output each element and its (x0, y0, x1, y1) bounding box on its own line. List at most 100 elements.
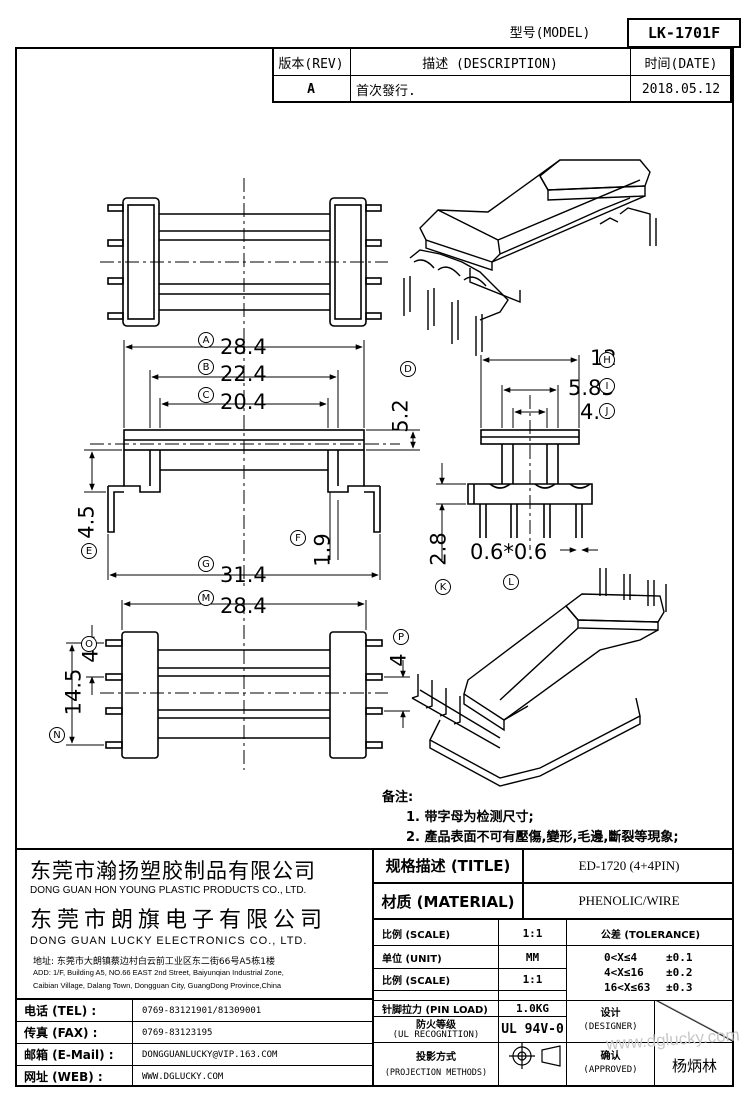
contact-row-2 (15, 1043, 373, 1044)
ul-label-2: (UL RECOGNITION) (392, 1030, 480, 1040)
grid-h4 (373, 1000, 734, 1001)
approved-label-1: 确认 (600, 1050, 621, 1062)
top-view (100, 178, 388, 340)
grid-v3 (654, 1000, 655, 1087)
material-label: 材质 (MATERIAL) (381, 892, 515, 911)
scale2-value: 1:1 (522, 973, 543, 986)
approved-label-2: (APPROVED) (583, 1065, 638, 1075)
projection-label-1: 投影方式 (416, 1051, 456, 1063)
contact-row-1 (15, 1021, 373, 1022)
grid-h2 (373, 968, 567, 969)
company-name-1-en: DONG GUAN HON YOUNG PLASTIC PRODUCTS CO.… (30, 885, 307, 896)
company-name-2-en: DONG GUAN LUCKY ELECTRONICS CO., LTD. (30, 935, 308, 947)
rev-header: 版本(REV) (278, 56, 344, 72)
dim-marker-a: A (198, 332, 214, 348)
dim-a-value: 28.4 (220, 335, 267, 359)
rev-divider-v2 (630, 47, 631, 103)
tel-value: 0769-83121901/81309001 (142, 1005, 262, 1016)
notes-title: 备注: (382, 790, 414, 805)
dim-c-value: 20.4 (220, 390, 267, 414)
dim-marker-g: G (198, 556, 214, 572)
fax-label: 传真 (FAX) : (24, 1026, 98, 1040)
dim-l-value: 0.6*0.6 (470, 540, 548, 564)
fax-value: 0769-83123195 (142, 1027, 213, 1038)
designer-value-slash (655, 1000, 734, 1042)
dim-marker-f: F (290, 530, 306, 546)
dim-k-value: 2.8 (426, 532, 451, 566)
tol1-range: 0<X≤4 (604, 951, 638, 964)
dim-marker-o: O (81, 636, 97, 652)
spec-title-divider (522, 848, 524, 920)
ul-value: UL 94V-0 (501, 1022, 564, 1037)
isometric-view-bottom (411, 568, 667, 787)
grid-h6 (373, 1042, 734, 1043)
spec-row-material (373, 918, 734, 920)
ul-label-1: 防火等级 (416, 1019, 456, 1031)
tolerance-title: 公差 (TOLERANCE) (600, 929, 701, 941)
grid-h5 (373, 1016, 567, 1017)
company-name-2-cn: 东莞市朗旗电子有限公司 (30, 908, 328, 933)
tel-label: 电话 (TEL) : (24, 1004, 97, 1018)
dim-m-value: 28.4 (220, 594, 267, 618)
dim-marker-k: K (435, 579, 451, 595)
rev-value: A (307, 81, 315, 97)
dim-e-value: 4.5 (74, 505, 99, 539)
dim-marker-h: H (599, 352, 615, 368)
contact-row-3 (15, 1065, 373, 1066)
company-name-1-cn: 东莞市瀚扬塑胶制品有限公司 (30, 859, 316, 883)
dim-marker-m: M (198, 590, 214, 606)
drawing-frame-top-left (15, 47, 272, 49)
title-value: ED-1720 (4+4PIN) (578, 857, 680, 873)
dim-p-value: 4 (386, 653, 411, 667)
email-value[interactable]: DONGGUANLUCKY@VIP.163.COM (142, 1049, 278, 1060)
tol3-value: ±0.3 (666, 981, 693, 994)
title-block (15, 848, 734, 1087)
dim-b-value: 22.4 (220, 362, 267, 386)
pinload-value: 1.0KG (515, 1002, 550, 1015)
dim-marker-l: L (503, 574, 519, 590)
dim-marker-n: N (49, 727, 65, 743)
dim-marker-d: D (400, 361, 416, 377)
dim-marker-i: I (599, 378, 615, 394)
isometric-view-top (403, 159, 657, 356)
designer-label-2: (DESIGNER) (583, 1022, 638, 1032)
dim-marker-j: J (599, 403, 615, 419)
tol3-range: 16<X≤63 (604, 981, 651, 994)
grid-h1 (373, 945, 734, 946)
dim-marker-p: P (393, 629, 409, 645)
unit-label: 单位 (UNIT) (382, 953, 442, 965)
tol2-range: 4<X≤16 (604, 966, 644, 979)
rev-divider-h (272, 75, 732, 76)
dim-d-value: 5.2 (388, 399, 413, 433)
note-1: 1. 带字母为检测尺寸; (406, 810, 534, 825)
web-value[interactable]: WWW.DGLUCKY.COM (142, 1071, 224, 1082)
model-label: 型号(MODEL) (509, 25, 591, 41)
grid-h3 (373, 990, 567, 991)
spec-row-title (373, 882, 734, 884)
title-divider-main (372, 848, 374, 1087)
date-value: 2018.05.12 (641, 81, 721, 97)
scale-label: 比例 (SCALE) (382, 929, 451, 941)
front-view (90, 340, 400, 590)
dim-marker-b: B (198, 359, 214, 375)
company-divider (15, 998, 373, 1000)
company-address-en-1: ADD: 1/F, Building A5, NO.66 EAST 2nd St… (33, 968, 284, 977)
title-label: 规格描述 (TITLE) (385, 857, 511, 875)
desc-value: 首次發行. (356, 83, 416, 99)
date-header: 时间(DATE) (644, 56, 718, 72)
scale-value: 1:1 (522, 926, 543, 940)
material-value: PHENOLIC/WIRE (578, 893, 680, 908)
tol2-value: ±0.2 (666, 966, 693, 979)
approved-value: 杨炳林 (671, 1056, 717, 1075)
designer-label-1: 设计 (600, 1007, 621, 1019)
projection-symbol (509, 1043, 561, 1069)
note-2: 2. 產品表面不可有壓傷,變形,毛邊,斷裂等現象; (406, 830, 679, 845)
dim-marker-c: C (198, 387, 214, 403)
grid-v2 (566, 920, 567, 1087)
scale2-label: 比例 (SCALE) (382, 976, 451, 987)
company-address-cn: 地址: 东莞市大朗镇蔡边村白云前工业区东二街66号A5栋1楼 (33, 957, 275, 967)
projection-label-2: (PROJECTION METHODS) (384, 1068, 488, 1078)
email-label: 邮箱 (E-Mail) : (24, 1048, 114, 1062)
bottom-view (100, 600, 388, 770)
